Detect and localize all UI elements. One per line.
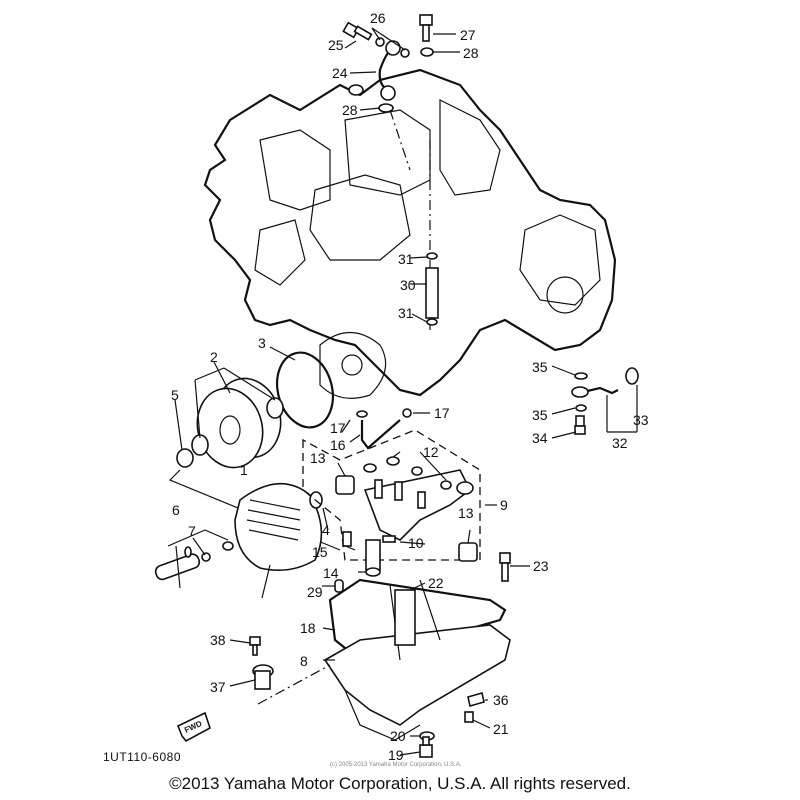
callout-34: 34 — [532, 430, 548, 446]
callout-13b: 13 — [458, 505, 474, 521]
callout-38: 38 — [210, 632, 226, 648]
callout-5: 5 — [171, 387, 179, 403]
watermark: (c) 2005-2013 Yamaha Motor Corporation, … — [330, 762, 462, 768]
part-10-spring — [382, 535, 396, 543]
part-8-oil-pan — [323, 578, 511, 741]
callout-18: 18 — [300, 620, 316, 636]
part-32-pipe — [582, 386, 619, 395]
callout-28b: 28 — [342, 102, 358, 118]
part-37-cover — [252, 664, 274, 690]
callout-30: 30 — [400, 277, 416, 293]
part-19-drain-bolt — [419, 736, 433, 758]
part-33-cap — [625, 367, 639, 385]
callout-17b: 17 — [434, 405, 450, 421]
callout-22: 22 — [428, 575, 444, 591]
callout-31a: 31 — [398, 251, 414, 267]
callout-1: 1 — [240, 462, 248, 478]
callout-19: 19 — [388, 747, 404, 763]
callout-37: 37 — [210, 679, 226, 695]
callout-labels: 1 2 3 4 5 6 7 8 9 10 12 13 13 14 15 16 1… — [171, 10, 649, 763]
callout-9: 9 — [500, 497, 508, 513]
callout-24: 24 — [332, 65, 348, 81]
callout-6: 6 — [172, 502, 180, 518]
part-29-dowel — [334, 579, 344, 593]
callout-26: 26 — [370, 10, 386, 26]
part-35-washer — [575, 404, 587, 412]
part-12-o-ring — [440, 480, 452, 490]
part-26-washer — [375, 37, 385, 47]
part-22-baffle — [394, 589, 416, 646]
part-28-washer — [378, 103, 394, 113]
callout-32: 32 — [612, 435, 628, 451]
callout-4: 4 — [322, 522, 330, 538]
callout-16: 16 — [330, 437, 346, 453]
part-28-washer — [420, 47, 434, 57]
part-26-washer — [400, 48, 410, 58]
part-13-damper — [458, 542, 478, 562]
callout-33: 33 — [633, 412, 649, 428]
callout-12: 12 — [423, 444, 439, 460]
part-38-bolt — [249, 636, 261, 656]
callout-31b: 31 — [398, 305, 414, 321]
callout-25: 25 — [328, 37, 344, 53]
callout-14: 14 — [323, 565, 339, 581]
callout-3: 3 — [258, 335, 266, 351]
part-35-washer — [574, 372, 588, 380]
callout-23: 23 — [533, 558, 549, 574]
leader-lines — [167, 27, 638, 756]
part-23-bolt — [499, 552, 511, 582]
callout-7: 7 — [188, 523, 196, 539]
part-14-relief-valve — [365, 539, 381, 577]
engine-crankcase — [203, 68, 617, 399]
part-12-o-ring — [411, 466, 423, 476]
part-12-o-ring — [363, 463, 377, 473]
copyright-notice: ©2013 Yamaha Motor Corporation, U.S.A. A… — [169, 774, 631, 793]
part-30-pipe — [425, 252, 439, 326]
part-6-bolt — [154, 541, 234, 581]
callout-10: 10 — [408, 535, 424, 551]
part-27-bolt — [419, 14, 433, 42]
callout-36: 36 — [493, 692, 509, 708]
callout-8: 8 — [300, 653, 308, 669]
callout-29: 29 — [307, 584, 323, 600]
part-15-switch — [342, 531, 352, 547]
callout-35a: 35 — [532, 359, 548, 375]
part-24-oil-pipe — [348, 40, 401, 101]
part-5-washer — [176, 448, 194, 468]
fwd-arrow-icon: FWD — [176, 711, 211, 743]
part-21-bolt — [464, 711, 474, 723]
part-2-pump-gear — [191, 377, 284, 469]
callout-13a: 13 — [310, 450, 326, 466]
callout-35b: 35 — [532, 407, 548, 423]
callout-15: 15 — [312, 544, 328, 560]
part-32-eyelet — [571, 386, 589, 398]
part-1-filter-cover — [234, 482, 323, 571]
callout-20: 20 — [390, 728, 406, 744]
callout-2: 2 — [210, 349, 218, 365]
callout-27: 27 — [460, 27, 476, 43]
part-12-o-ring — [386, 456, 400, 466]
part-34-bolt — [574, 415, 586, 435]
callout-17a: 17 — [330, 420, 346, 436]
part-36-plate — [467, 691, 485, 708]
part-25-bolt — [342, 21, 373, 41]
part-16-pipe — [356, 408, 412, 450]
part-13-damper — [335, 475, 355, 495]
callout-28a: 28 — [463, 45, 479, 61]
callout-21: 21 — [493, 721, 509, 737]
diagram-code: 1UT110-6080 — [103, 750, 181, 764]
part-3-o-ring — [276, 351, 334, 429]
